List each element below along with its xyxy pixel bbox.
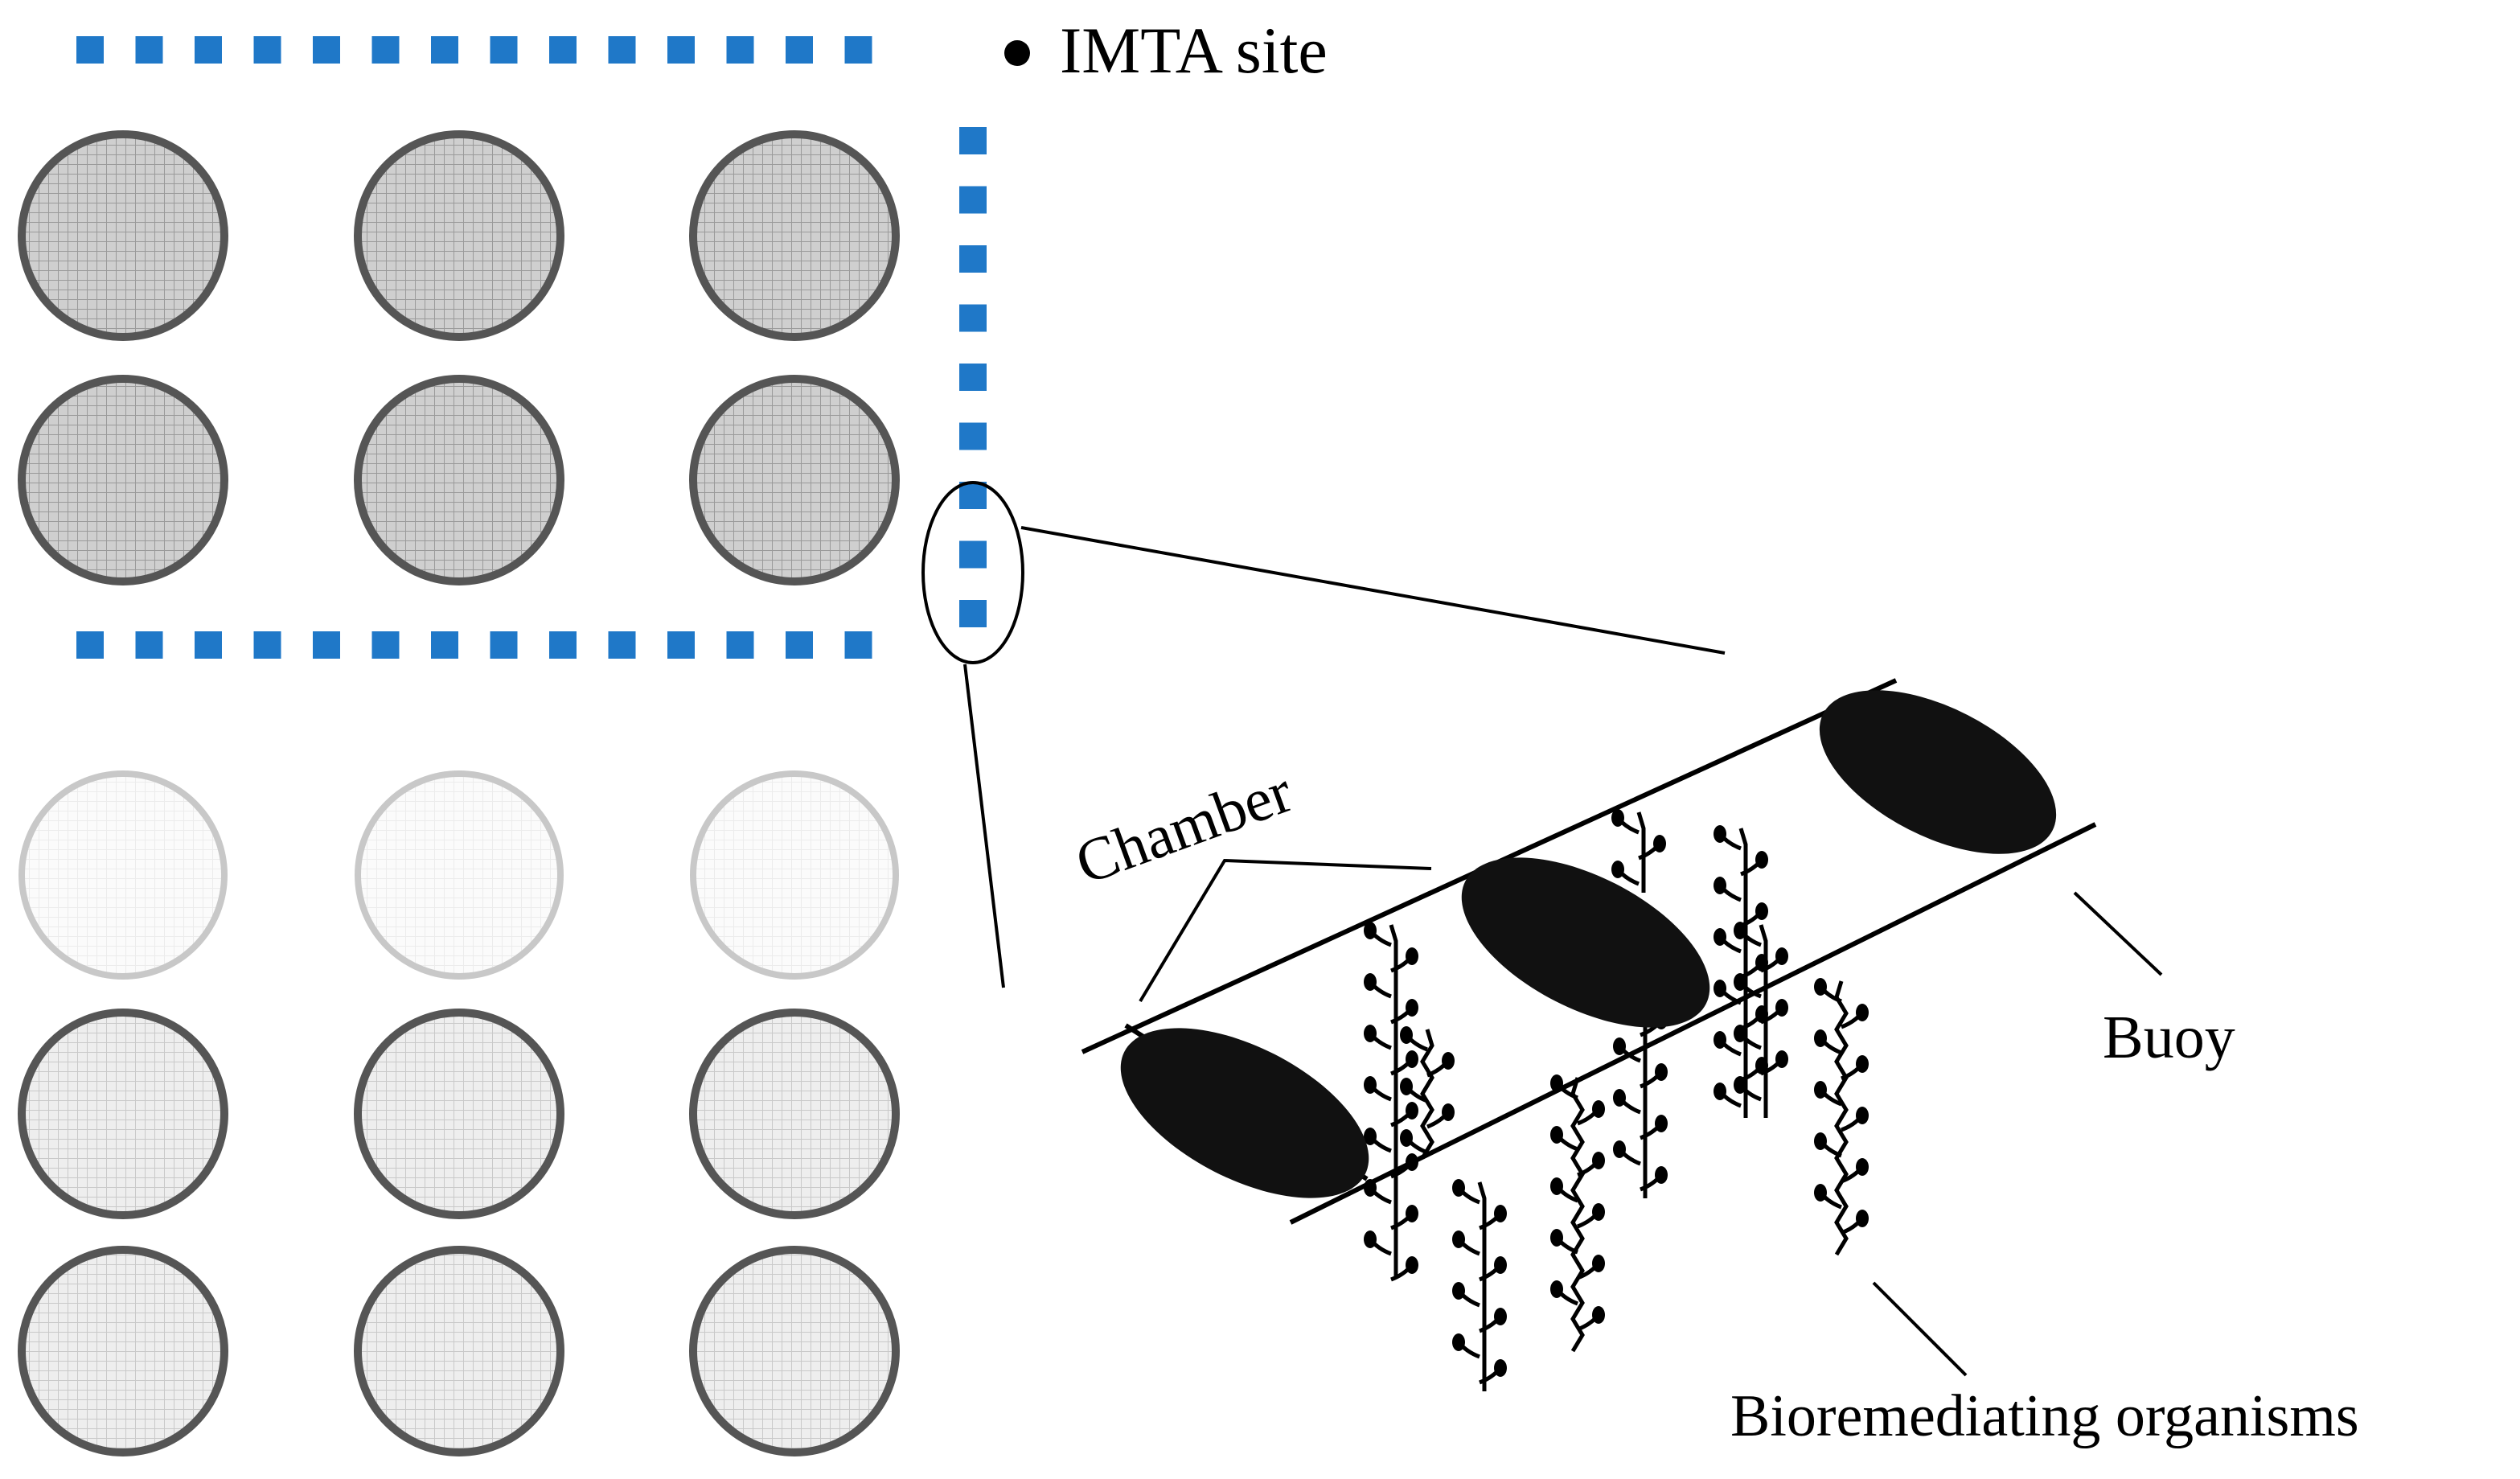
fish-cage xyxy=(689,1009,900,1219)
boundary-dash xyxy=(959,186,987,214)
boundary-dash xyxy=(76,631,104,659)
fish-cage xyxy=(18,375,228,585)
boundary-dash xyxy=(667,631,695,659)
filled-circle-icon xyxy=(1004,40,1030,66)
boundary-dash xyxy=(786,36,813,64)
boundary-dash xyxy=(253,631,281,659)
buoy-leader-line xyxy=(2073,891,2163,976)
bioremediating-organism xyxy=(1400,1026,1455,1160)
buoy-label: Buoy xyxy=(2103,1004,2235,1071)
boundary-dash xyxy=(490,36,518,64)
boundary-dash xyxy=(667,36,695,64)
boundary-dash xyxy=(844,631,872,659)
chamber-leader-line xyxy=(1139,858,1432,1003)
bioremediating-organism xyxy=(1611,809,1666,893)
zoom-ellipse xyxy=(921,481,1024,664)
bioremediating-organism xyxy=(1814,978,1869,1256)
organisms-label: Bioremediating organisms xyxy=(1730,1383,2359,1449)
boundary-dash xyxy=(549,631,577,659)
boundary-dash xyxy=(959,364,987,391)
boundary-dash xyxy=(844,36,872,64)
fish-cage xyxy=(18,770,228,980)
bioremediating-organism xyxy=(1364,922,1418,1282)
bioremediating-organism xyxy=(1714,825,1768,1118)
fish-cage xyxy=(689,375,900,585)
zoom-callout xyxy=(921,481,1726,988)
boundary-dash xyxy=(786,631,813,659)
fish-cage xyxy=(355,770,564,980)
boundary-dash xyxy=(549,36,577,64)
boundary-dash xyxy=(195,631,222,659)
boundary-dash xyxy=(726,36,754,64)
boundary-dash xyxy=(431,36,458,64)
fish-cage xyxy=(689,130,900,341)
boundary-dash xyxy=(253,36,281,64)
boundary-dash xyxy=(608,36,636,64)
boundary-dash xyxy=(959,127,987,154)
boundary-dash xyxy=(490,631,518,659)
boundary-dash xyxy=(959,422,987,450)
bioremediating-organism xyxy=(1452,1179,1507,1391)
boundary-dash xyxy=(135,36,163,64)
boundary-dash xyxy=(608,631,636,659)
fish-cage xyxy=(18,1246,228,1456)
fish-cage xyxy=(18,130,228,341)
chamber-buoy-2 xyxy=(1461,857,1710,1028)
legend: IMTA site xyxy=(1004,14,1328,87)
fish-cage xyxy=(689,1246,900,1456)
boundary-dash xyxy=(959,600,987,627)
boundary-dash xyxy=(959,245,987,273)
imta-site-boundary xyxy=(76,36,987,659)
boundary-dash xyxy=(431,631,458,659)
chamber-buoy-1 xyxy=(1120,1028,1369,1198)
fish-cage xyxy=(354,375,564,585)
boundary-dash xyxy=(959,482,987,509)
boundary-dash xyxy=(959,304,987,332)
boundary-dash xyxy=(313,36,340,64)
fish-cage xyxy=(354,130,564,341)
boundary-dash xyxy=(371,631,400,659)
boundary-dash xyxy=(76,36,104,64)
chamber-buoy-3 xyxy=(1819,690,2057,854)
organism-group xyxy=(1364,809,1869,1391)
boundary-dash xyxy=(135,631,163,659)
fish-cage xyxy=(690,770,899,980)
boundary-dash xyxy=(195,36,222,64)
connector-line-lower xyxy=(963,663,1005,988)
boundary-dash xyxy=(313,631,340,659)
fish-cage-grid xyxy=(18,130,900,1456)
boundary-dash xyxy=(726,631,754,659)
boundary-dash xyxy=(959,540,987,569)
bioremediating-organism xyxy=(1734,922,1788,1118)
legend-label: IMTA site xyxy=(1060,14,1328,87)
fish-cage xyxy=(354,1246,564,1456)
organisms-leader-line xyxy=(1872,1281,1968,1377)
fish-cage xyxy=(18,1009,228,1219)
longline-detail xyxy=(1081,678,2097,1391)
bioremediating-organism xyxy=(1550,1074,1605,1353)
chamber-label: Chamber xyxy=(1067,758,1301,898)
connector-line-upper xyxy=(1020,526,1726,655)
fish-cage xyxy=(354,1009,564,1219)
boundary-dash xyxy=(371,36,400,64)
